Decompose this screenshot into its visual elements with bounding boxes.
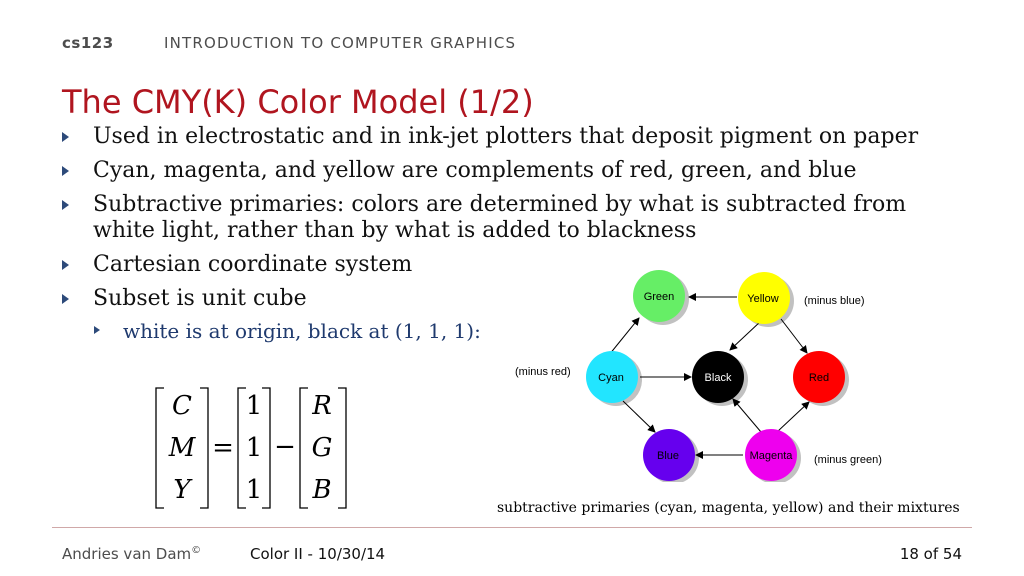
- label-blue: Blue: [657, 450, 679, 462]
- arrow-cyan-to-green: [608, 317, 640, 356]
- sub-bullet-item: white is at origin, black at (1, 1, 1):: [62, 318, 962, 344]
- var-b: B: [311, 475, 331, 505]
- course-code: cs123: [62, 34, 114, 52]
- label-yellow: Yellow: [747, 293, 778, 305]
- equals-sign: =: [212, 433, 234, 463]
- node-blue: [643, 429, 695, 481]
- sub-bullet-arrow-icon: [94, 326, 100, 334]
- bullet-item: Cartesian coordinate system: [62, 252, 962, 278]
- note-minus-green: (minus green): [814, 454, 882, 466]
- bracket-left-open: [155, 387, 164, 509]
- arrow-magenta-to-black: [732, 398, 762, 433]
- bullet-item: Used in electrostatic and in ink-jet plo…: [62, 124, 962, 150]
- one-3: 1: [246, 475, 263, 505]
- bullet-arrow-icon: [62, 132, 69, 142]
- arrow-magenta-to-red: [776, 401, 810, 433]
- var-g: G: [312, 433, 333, 463]
- one-1: 1: [246, 391, 263, 421]
- node-yellow: [738, 272, 790, 324]
- arrow-yellow-to-black: [729, 320, 762, 351]
- bracket-left-close: [200, 387, 209, 509]
- bracket-ones-open: [237, 387, 246, 509]
- copyright-mark: ©: [191, 545, 202, 556]
- bullet-list: Used in electrostatic and in ink-jet plo…: [62, 124, 962, 352]
- label-red: Red: [809, 372, 829, 384]
- footer-page-number: 18 of 54: [899, 545, 962, 563]
- label-cyan: Cyan: [598, 372, 624, 384]
- node-red: [793, 351, 845, 403]
- arrow-cyan-to-blue: [622, 400, 656, 433]
- footer-divider: [52, 527, 972, 528]
- bullet-item: Subtractive primaries: colors are determ…: [62, 192, 962, 244]
- label-magenta: Magenta: [750, 450, 794, 462]
- bracket-right-close: [338, 387, 347, 509]
- footer-lecture: Color II - 10/30/14: [250, 545, 386, 563]
- node-cyan: [586, 351, 638, 403]
- node-magenta: [745, 429, 797, 481]
- minus-sign: −: [274, 432, 296, 462]
- cmy-rgb-equation: C M Y R G B 1 1 1 = −: [155, 387, 347, 509]
- bullet-arrow-icon: [62, 200, 69, 210]
- diagram-caption: subtractive primaries (cyan, magenta, ye…: [497, 500, 960, 516]
- cmy-mixture-diagram: Green Yellow Cyan Black Red Blue Magenta…: [515, 270, 882, 482]
- var-y: Y: [173, 475, 193, 505]
- bullet-arrow-icon: [62, 260, 69, 270]
- bracket-right-open: [299, 387, 308, 509]
- note-minus-red: (minus red): [515, 366, 571, 378]
- bullet-arrow-icon: [62, 294, 69, 304]
- node-green: [633, 270, 685, 322]
- slide-title: The CMY(K) Color Model (1/2): [62, 83, 534, 122]
- bracket-ones-close: [262, 387, 271, 509]
- node-black: [692, 351, 744, 403]
- course-subject: INTRODUCTION TO COMPUTER GRAPHICS: [164, 34, 517, 52]
- bullet-item: Subset is unit cube: [62, 286, 962, 312]
- var-c: C: [172, 391, 192, 421]
- note-minus-blue: (minus blue): [804, 295, 865, 307]
- bullet-arrow-icon: [62, 166, 69, 176]
- footer-author: Andries van Dam©: [62, 545, 202, 563]
- one-2: 1: [246, 433, 263, 463]
- var-m: M: [168, 433, 197, 463]
- arrow-yellow-to-red: [780, 318, 808, 354]
- bullet-item: Cyan, magenta, and yellow are complement…: [62, 158, 962, 184]
- var-r: R: [311, 391, 332, 421]
- label-green: Green: [644, 291, 675, 303]
- label-black: Black: [705, 372, 732, 384]
